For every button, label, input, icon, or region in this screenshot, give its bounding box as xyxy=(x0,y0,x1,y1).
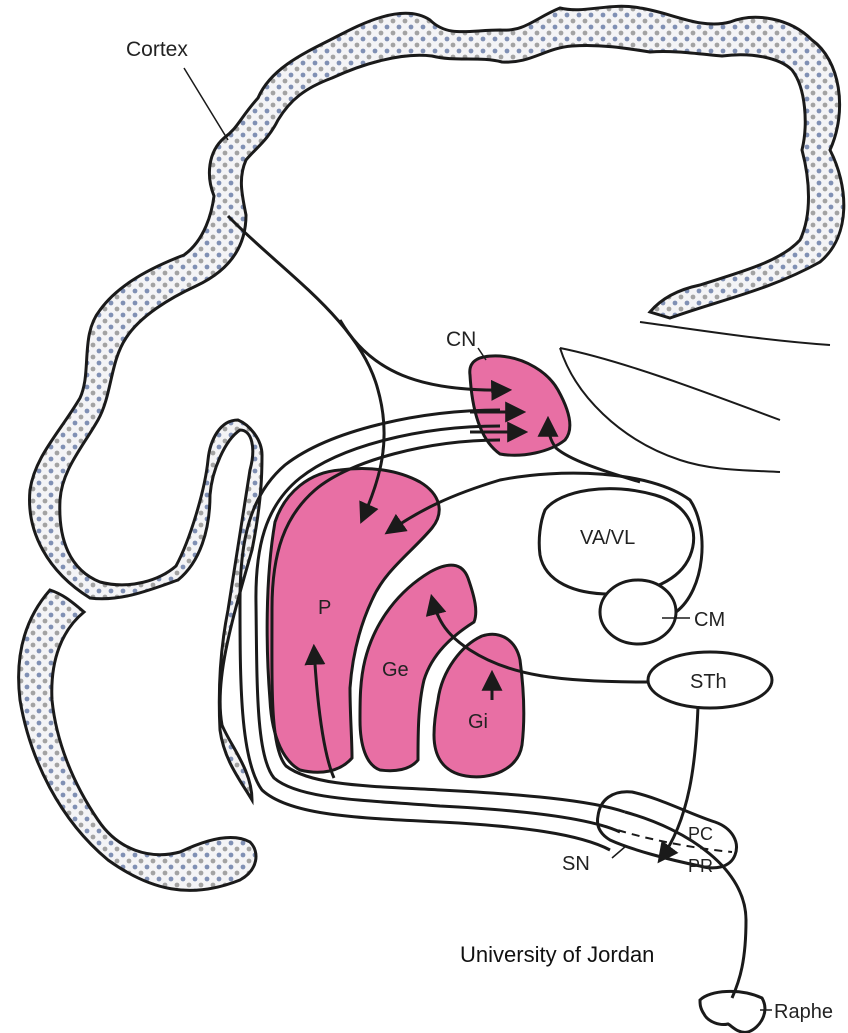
cn-label: CN xyxy=(446,328,476,351)
pc-label: PC xyxy=(688,824,713,844)
p-label: P xyxy=(318,597,331,619)
pr-label: PR xyxy=(688,856,713,876)
cm-nucleus xyxy=(600,580,676,644)
va-vl-label: VA/VL xyxy=(580,527,635,549)
sn-label: SN xyxy=(562,853,590,875)
sn-leader xyxy=(612,846,626,858)
thalamus-outline-upper xyxy=(560,348,780,472)
cm-label: CM xyxy=(694,609,725,631)
credit-text: University of Jordan xyxy=(460,942,654,967)
gi-label: Gi xyxy=(468,711,488,733)
ventricle-outline xyxy=(640,322,830,345)
cortex-leader xyxy=(184,68,228,140)
sth-label: STh xyxy=(690,671,727,693)
raphe-label: Raphe xyxy=(774,1001,833,1023)
cortex-label: Cortex xyxy=(126,38,188,61)
ge-label: Ge xyxy=(382,659,409,681)
